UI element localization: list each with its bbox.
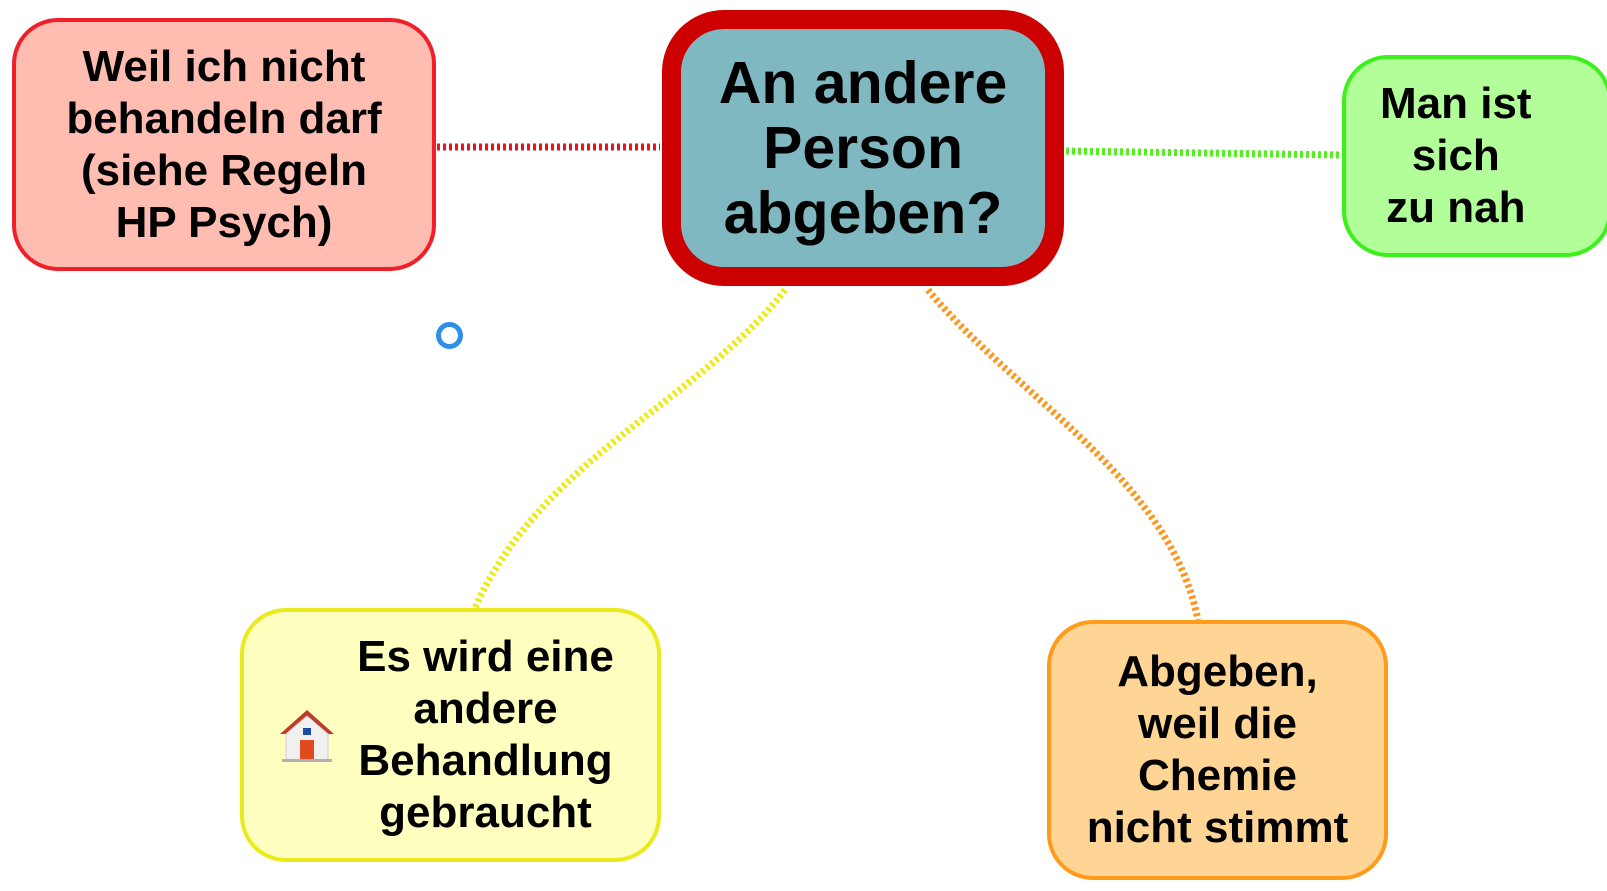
house-icon <box>280 710 334 762</box>
branch-node-yellow-label: Es wird eine andere Behandlung gebraucht <box>357 632 614 837</box>
branch-node-green-label: Man ist sich zu nah <box>1380 79 1532 232</box>
branch-node-red-label: Weil ich nicht behandeln darf (siehe Reg… <box>66 41 382 247</box>
branch-node-orange-label: Abgeben, weil die Chemie nicht stimmt <box>1086 647 1349 852</box>
connector-yellow <box>471 287 788 610</box>
connector-orange <box>925 287 1202 621</box>
connector-green <box>1065 147 1343 159</box>
center-node-label: An andere Person abgeben? <box>718 49 1008 246</box>
branch-node-green[interactable]: Man ist sich zu nah <box>1342 55 1607 257</box>
branch-node-orange[interactable]: Abgeben, weil die Chemie nicht stimmt <box>1047 620 1388 880</box>
circle-handle-icon[interactable] <box>436 322 463 349</box>
branch-node-red[interactable]: Weil ich nicht behandeln darf (siehe Reg… <box>12 18 436 271</box>
center-node[interactable]: An andere Person abgeben? <box>662 10 1064 286</box>
branch-node-yellow[interactable]: Es wird eine andere Behandlung gebraucht <box>240 608 661 862</box>
